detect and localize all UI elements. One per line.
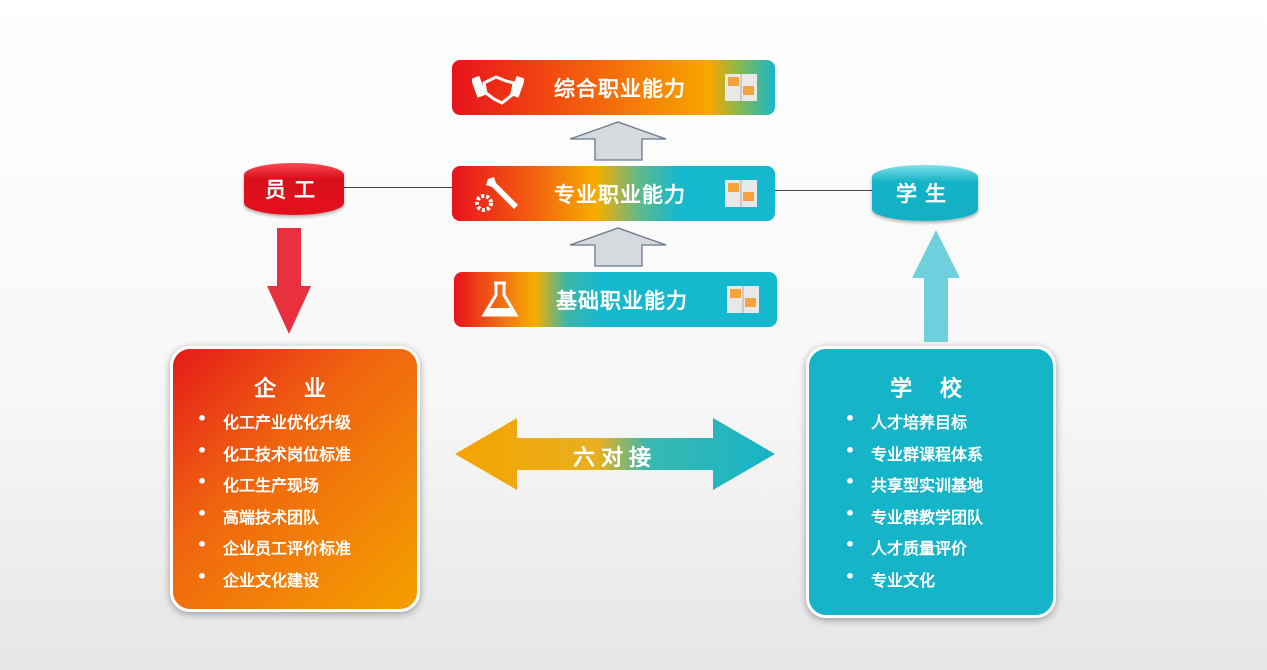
- item-text: 共享型实训基地: [871, 476, 984, 495]
- bullet: •: [196, 472, 208, 491]
- list-item: • 人才质量评价: [829, 535, 1053, 567]
- handshake-icon: [472, 75, 524, 105]
- item-text: 人才质量评价: [871, 539, 968, 558]
- item-text: 人才培养目标: [871, 413, 968, 432]
- ability-bar-basic: 基础职业能力: [454, 272, 777, 327]
- list-item: • 高端技术团队: [181, 504, 417, 536]
- bullet: •: [844, 440, 856, 460]
- item-text: 化工产业优化升级: [223, 413, 352, 432]
- bullet: •: [844, 535, 856, 554]
- school-title: 学 校: [890, 377, 972, 402]
- item-text: 专业群课程体系: [871, 444, 984, 464]
- ability-bar-professional: 专业职业能力: [452, 166, 775, 221]
- six-docking-label: 六对接: [572, 446, 657, 471]
- item-text: 高端技术团队: [223, 507, 320, 527]
- bullet: •: [844, 409, 856, 428]
- book-icon: [725, 180, 757, 207]
- ability-label: 综合职业能力: [554, 76, 686, 101]
- bullet: •: [844, 503, 856, 523]
- book-icon: [727, 286, 759, 313]
- item-text: 专业文化: [871, 570, 936, 590]
- connector-line: [775, 190, 872, 191]
- bullet: •: [196, 566, 208, 586]
- list-item: • 共享型实训基地: [829, 472, 1053, 504]
- item-text: 化工技术岗位标准: [223, 444, 352, 464]
- list-item: • 专业群课程体系: [829, 441, 1053, 473]
- enterprise-title: 企 业: [254, 377, 336, 402]
- student-cylinder: 学生: [872, 165, 978, 221]
- list-item: • 人才培养目标: [829, 409, 1053, 441]
- list-item: • 企业文化建设: [181, 567, 417, 599]
- school-box: 学 校 • 人才培养目标 • 专业群课程体系 • 共享型实训基地 • 专业群教学团队 • 人才质量…: [806, 346, 1056, 618]
- school-list: • 人才培养目标 • 专业群课程体系 • 共享型实训基地 • 专业群教学团队 • 人才质量评价 • 专…: [829, 409, 1053, 598]
- bullet: •: [196, 535, 208, 554]
- bullet: •: [196, 440, 208, 460]
- employee-label: 员工: [265, 178, 323, 202]
- item-text: 专业群教学团队: [871, 507, 984, 527]
- list-item: • 化工技术岗位标准: [181, 441, 417, 473]
- enterprise-list: • 化工产业优化升级 • 化工技术岗位标准 • 化工生产现场 • 高端技术团队 • 企业员工评价标…: [181, 409, 417, 598]
- ability-label: 基础职业能力: [556, 288, 688, 313]
- enterprise-box: 企 业 • 化工产业优化升级 • 化工技术岗位标准 • 化工生产现场 • 高端技术团队 • 企业员…: [170, 346, 420, 612]
- down-arrow-red: [267, 228, 311, 334]
- ability-bar-comprehensive: 综合职业能力: [452, 60, 775, 115]
- item-text: 企业员工评价标准: [223, 539, 352, 558]
- list-item: • 专业文化: [829, 567, 1053, 599]
- bullet: •: [196, 503, 208, 523]
- list-item: • 专业群教学团队: [829, 504, 1053, 536]
- up-arrow-teal: [912, 230, 960, 342]
- bullet: •: [196, 409, 208, 428]
- double-arrow-shape: [455, 418, 775, 490]
- student-label: 学生: [896, 182, 954, 206]
- item-text: 化工生产现场: [223, 476, 320, 495]
- wrench-gear-icon: [475, 177, 518, 212]
- list-item: • 化工产业优化升级: [181, 409, 417, 441]
- item-text: 企业文化建设: [223, 570, 320, 590]
- bullet: •: [844, 566, 856, 586]
- flask-icon: [481, 281, 519, 317]
- ability-label: 专业职业能力: [554, 182, 686, 207]
- list-item: • 企业员工评价标准: [181, 535, 417, 567]
- connector-line: [344, 187, 452, 188]
- book-icon: [725, 74, 757, 101]
- up-arrow-gray: [569, 227, 667, 267]
- bullet: •: [844, 472, 856, 491]
- list-item: • 化工生产现场: [181, 472, 417, 504]
- six-docking-arrow: 六对接: [455, 418, 775, 490]
- employee-cylinder: 员工: [244, 163, 344, 215]
- up-arrow-gray: [569, 121, 667, 161]
